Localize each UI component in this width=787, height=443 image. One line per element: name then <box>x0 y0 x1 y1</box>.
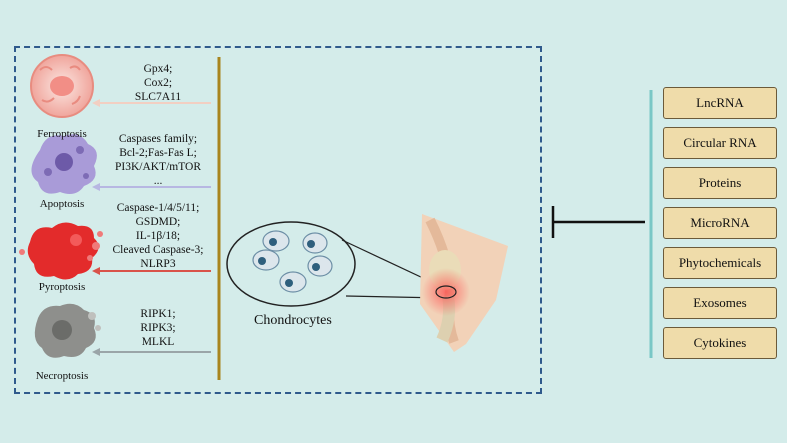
gene-list-ferroptosis: Gpx4; Cox2; SLC7A11 <box>100 62 216 104</box>
gene-list-pyroptosis: Caspase-1/4/5/11; GSDMD; IL-1β/18; Cleaved … <box>100 201 216 271</box>
cell-label-apoptosis: Apoptosis <box>39 198 85 210</box>
regulator-box: Cytokines <box>663 327 777 359</box>
gene-list-necroptosis: RIPK1; RIPK3; MLKL <box>100 307 216 349</box>
regulator-box: Exosomes <box>663 287 777 319</box>
necroptosis-cell-icon <box>34 303 101 358</box>
cell-label-necroptosis: Necroptosis <box>35 370 89 382</box>
chondrocyte-cells <box>252 230 333 293</box>
cell-death-panel <box>14 46 542 394</box>
cell-label-pyroptosis: Pyroptosis <box>38 281 86 293</box>
gene-entry: ... <box>153 175 163 187</box>
pyroptosis-cell-icon <box>19 222 103 280</box>
regulator-box: Phytochemicals <box>663 247 777 279</box>
cell-label-ferroptosis: Ferroptosis <box>37 128 87 140</box>
gene-list-apoptosis: Caspases family; Bcl-2;Fas-Fas L; PI3K/AKT… <box>100 132 216 188</box>
gene-entry: NLRP3 <box>140 258 176 270</box>
arrow-head-apoptosis <box>92 183 100 191</box>
gene-entry: Gpx4; <box>143 63 173 75</box>
apoptosis-cell-icon <box>31 134 97 194</box>
chondrocytes-label: Chondrocytes <box>254 313 332 328</box>
gene-entry: Cleaved Caspase-3; <box>112 244 204 256</box>
gene-entry: PI3K/AKT/mTOR <box>114 161 202 173</box>
gene-entry: SLC7A11 <box>134 91 182 103</box>
gene-entry: Caspases family; <box>118 133 198 145</box>
regulator-box: Proteins <box>663 167 777 199</box>
gene-entry: Bcl-2;Fas-Fas L; <box>119 147 197 159</box>
knee-joint-illustration <box>420 214 508 352</box>
regulator-box: MicroRNA <box>663 207 777 239</box>
gene-entry: MLKL <box>141 336 175 348</box>
arrow-head-pyroptosis <box>92 267 100 275</box>
pathway-arrows <box>92 99 211 356</box>
gene-entry: Cox2; <box>143 77 173 89</box>
gene-entry: Caspase-1/4/5/11; <box>116 202 200 214</box>
regulator-box: LncRNA <box>663 87 777 119</box>
regulator-box: Circular RNA <box>663 127 777 159</box>
gene-entry: RIPK1; <box>140 308 176 320</box>
gene-entry: RIPK3; <box>140 322 176 334</box>
chondrocyte-oval <box>226 221 356 307</box>
gene-entry: GSDMD; <box>135 216 181 228</box>
arrow-head-ferroptosis <box>92 99 100 107</box>
arrow-head-necroptosis <box>92 348 100 356</box>
gene-entry: IL-1β/18; <box>135 230 181 242</box>
ferroptosis-cell-icon <box>30 54 94 118</box>
